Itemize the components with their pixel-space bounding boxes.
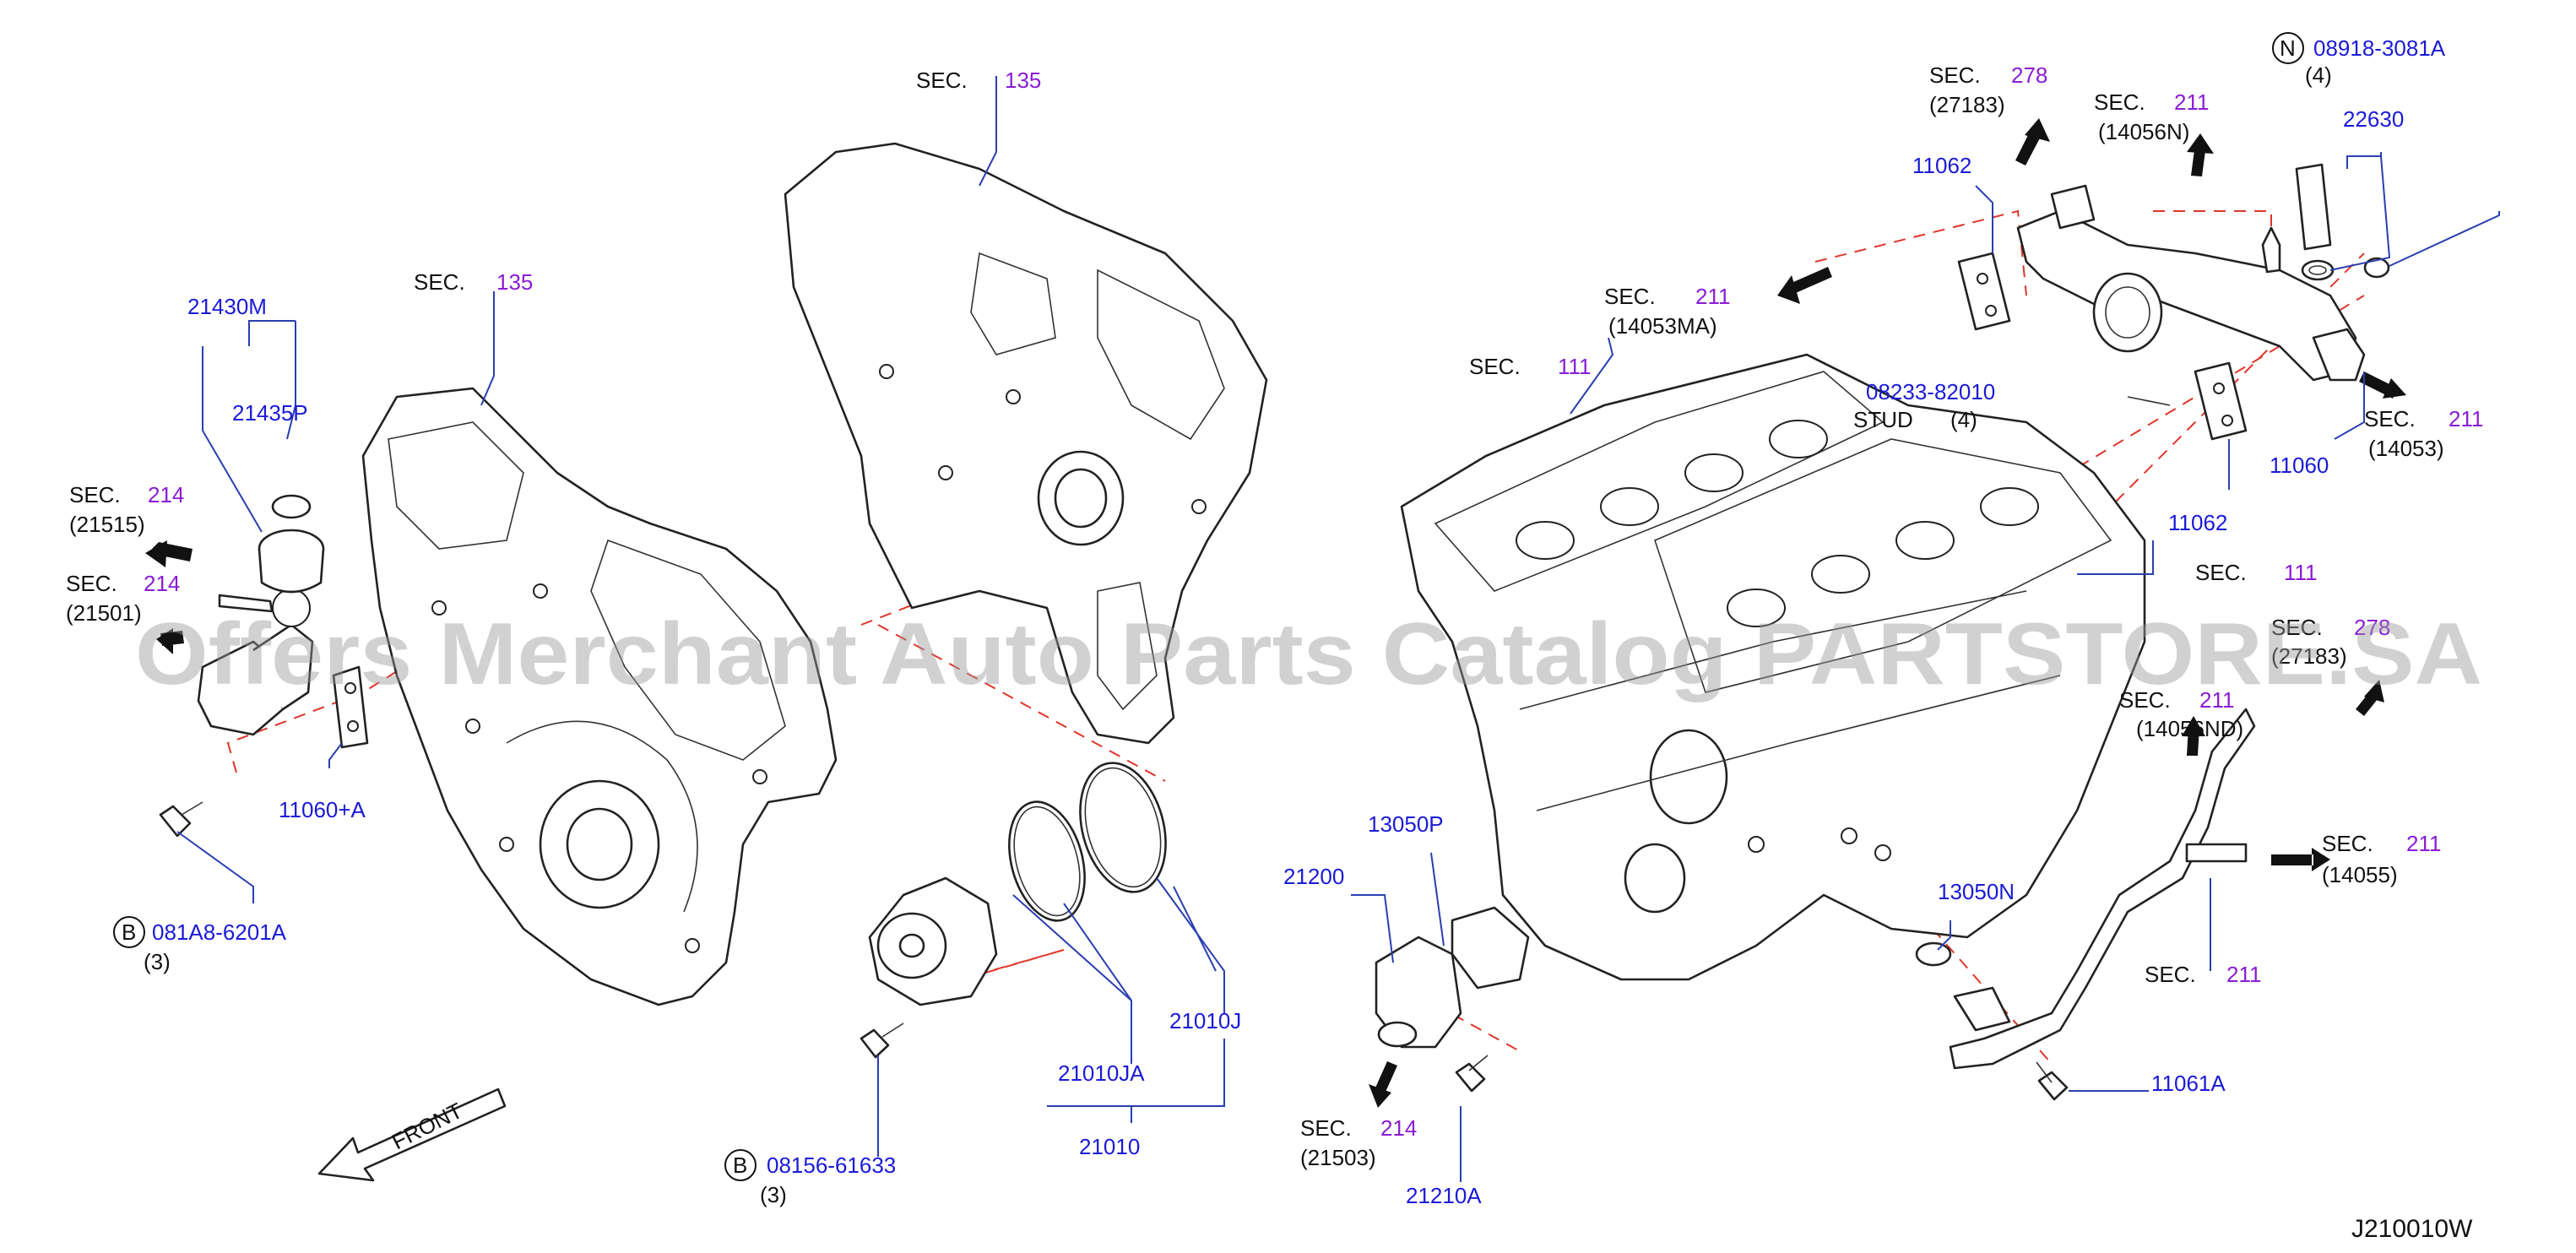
front-direction-label: FRONT xyxy=(388,1098,467,1154)
circle-b-letter: B xyxy=(122,919,136,945)
sec-278-top: 278 xyxy=(2011,62,2047,88)
qty-08156: (3) xyxy=(760,1182,787,1207)
sec-211-bottom: 211 xyxy=(2226,962,2261,987)
part-number-labels: 21430M 21435P 11060+A B 081A8-6201A (3) … xyxy=(113,32,2446,1208)
part-21200[interactable]: 21200 xyxy=(1283,864,1344,889)
sec-111-top: 111 xyxy=(1558,354,1592,379)
sec-211-14056nd-ref: (14056ND) xyxy=(2136,716,2243,741)
sec-135-top: 135 xyxy=(1005,68,1041,93)
sec-211-14053-ref: (14053) xyxy=(2368,436,2444,461)
sec-word: SEC. xyxy=(2195,560,2247,585)
circle-n-letter: N xyxy=(2280,35,2296,61)
sec-214-lower: 214 xyxy=(144,571,180,596)
sec-word: SEC. xyxy=(2322,831,2373,856)
bolt-081a8-drawing xyxy=(159,801,203,838)
circle-b-marker xyxy=(113,916,145,948)
part-21010ja[interactable]: 21010JA xyxy=(1058,1060,1145,1086)
part-22630[interactable]: 22630 xyxy=(2343,106,2404,132)
sec-word: SEC. xyxy=(1929,62,1981,88)
sec-word: SEC. xyxy=(1604,284,1656,309)
gasket-13050p-drawing xyxy=(1451,906,1530,990)
bolt-21210a-drawing xyxy=(1455,1055,1489,1093)
qty-08233: (4) xyxy=(1950,407,1977,432)
sec-word: SEC. xyxy=(916,68,968,93)
sec-214-thermostat-ref: (21503) xyxy=(1300,1145,1376,1170)
part-21210a[interactable]: 21210A xyxy=(1406,1183,1482,1208)
water-pump-drawing xyxy=(868,876,998,1006)
part-21435p[interactable]: 21435P xyxy=(232,400,308,426)
part-08156-61633[interactable]: 08156-61633 xyxy=(767,1153,896,1178)
sec-211-14055: 211 xyxy=(2406,831,2441,856)
sensor-22630-drawing xyxy=(2295,163,2335,281)
part-21430m[interactable]: 21430M xyxy=(187,294,267,319)
sec-word: SEC. xyxy=(2364,406,2416,431)
sec-135-left: 135 xyxy=(496,269,533,295)
part-11060a[interactable]: 11060+A xyxy=(279,797,366,822)
part-21010[interactable]: 21010 xyxy=(1079,1134,1140,1159)
diagram-code: J210010W xyxy=(2351,1215,2473,1243)
water-outlet-pipe-drawing xyxy=(2016,184,2366,382)
sec-211-14053ma: 211 xyxy=(1695,284,1730,309)
sec-word: SEC. xyxy=(1469,354,1521,379)
part-11062-upper[interactable]: 11062 xyxy=(1912,153,1971,178)
sec-211-14056nd: 211 xyxy=(2199,687,2234,713)
sec-word: SEC. xyxy=(2094,90,2145,115)
front-timing-cover-drawing xyxy=(361,387,838,1006)
thermostat-housing-21200-drawing xyxy=(1375,936,1462,1049)
part-11061a[interactable]: 11061A xyxy=(2151,1071,2226,1096)
stud-08233-drawing xyxy=(2127,396,2171,406)
o-ring-21010j-drawing xyxy=(1079,762,1167,893)
bolt-11061a-drawing xyxy=(2036,1061,2069,1101)
direction-arrows xyxy=(145,118,2406,1182)
part-11060[interactable]: 11060 xyxy=(2270,453,2329,478)
qty-081a8: (3) xyxy=(144,949,171,974)
sec-word: SEC. xyxy=(66,571,117,596)
sec-word: SEC. xyxy=(69,482,121,507)
washer-08918-drawing xyxy=(2363,257,2390,279)
part-081a8-6201a[interactable]: 081A8-6201A xyxy=(152,919,287,945)
stud-label: STUD xyxy=(1853,407,1913,432)
cylinder-block-drawing xyxy=(1400,353,2146,981)
sec-word: SEC. xyxy=(414,269,465,295)
rear-timing-cover-drawing xyxy=(784,142,1268,745)
sec-word: SEC. xyxy=(1300,1115,1352,1141)
sec-111-right: 111 xyxy=(2284,560,2318,585)
part-13050n[interactable]: 13050N xyxy=(1938,879,2015,904)
section-labels: SEC. 135 SEC. 135 SEC. 214 (21515) SEC. … xyxy=(66,62,2483,1170)
sec-word: SEC. xyxy=(2145,962,2196,987)
sec-211-14056n-ref: (14056N) xyxy=(2098,119,2189,144)
sec-211-14053: 211 xyxy=(2449,406,2483,431)
part-11062-lower[interactable]: 11062 xyxy=(2168,510,2227,535)
circle-b-letter: B xyxy=(733,1153,747,1178)
part-21010j[interactable]: 21010J xyxy=(1169,1008,1241,1033)
sec-278-right-ref: (27183) xyxy=(2271,643,2347,669)
sec-211-14056n: 211 xyxy=(2174,90,2209,115)
gasket-11062-lower-drawing xyxy=(2194,361,2248,441)
water-inlet-drawing xyxy=(197,494,369,749)
sec-word: SEC. xyxy=(2119,687,2171,713)
sec-214-thermostat: 214 xyxy=(1380,1115,1417,1141)
bolt-08156-drawing xyxy=(860,1022,904,1059)
sec-278-right: 278 xyxy=(2354,615,2390,640)
part-08918-3081a[interactable]: 08918-3081A xyxy=(2313,35,2446,61)
part-13050p[interactable]: 13050P xyxy=(1368,811,1444,837)
o-ring-21010ja-drawing xyxy=(1008,800,1086,922)
sec-214-lower-ref: (21501) xyxy=(66,600,142,626)
sec-278-top-ref: (27183) xyxy=(1929,92,2005,117)
part-08233-82010[interactable]: 08233-82010 xyxy=(1866,379,1995,404)
leader-lines xyxy=(176,76,2500,1182)
gasket-13050n-drawing xyxy=(1915,941,1952,967)
sec-word: SEC. xyxy=(2271,615,2323,640)
watermark-text: Offers Merchant Auto Parts Catalog PARTS… xyxy=(135,605,2482,703)
circle-n-marker xyxy=(2272,32,2304,64)
qty-08918: (4) xyxy=(2305,62,2332,88)
sec-214-upper: 214 xyxy=(148,482,184,507)
sec-214-upper-ref: (21515) xyxy=(69,512,145,537)
circle-b-marker xyxy=(724,1149,757,1181)
sec-211-14055-ref: (14055) xyxy=(2322,862,2398,887)
water-pipe-lower-drawing xyxy=(1949,708,2256,1070)
gasket-11062-upper-drawing xyxy=(1957,252,2011,331)
sec-211-14053ma-ref: (14053MA) xyxy=(1608,313,1717,339)
